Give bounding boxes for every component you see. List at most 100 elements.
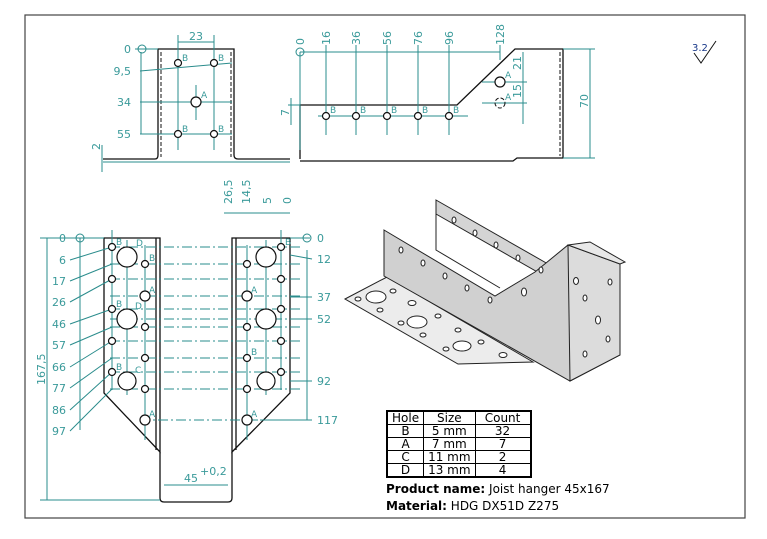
svg-text:0: 0 [124,43,131,56]
product-label: Product name: [386,482,486,496]
svg-text:A: A [149,286,156,296]
column-header-count: Count [474,410,532,425]
product-value: Joist hanger 45x167 [489,482,610,496]
cell: 11 mm [423,450,476,464]
surface-finish-symbol: 3.2 [692,40,717,64]
svg-text:B: B [218,125,224,135]
svg-text:B: B [453,106,459,116]
column-header-size: Size [423,410,476,425]
svg-text:86: 86 [52,404,66,417]
table-header: Hole Size Count [386,410,532,425]
svg-text:B: B [116,363,122,373]
svg-text:55: 55 [117,128,131,141]
svg-text:0: 0 [294,38,307,45]
svg-text:B: B [182,125,188,135]
svg-text:92: 92 [317,375,331,388]
svg-text:D: D [135,302,142,312]
svg-text:37: 37 [317,291,331,304]
svg-text:14,5: 14,5 [240,180,253,205]
svg-text:167,5: 167,5 [35,354,48,386]
svg-text:7: 7 [279,109,292,116]
svg-text:D: D [136,239,143,249]
svg-text:B: B [422,106,428,116]
svg-text:34: 34 [117,96,131,109]
svg-text:26,5: 26,5 [222,180,235,205]
svg-text:23: 23 [189,30,203,43]
end-view: B B A B B 23 0 9,5 34 55 2 [90,30,290,172]
svg-text:+0,2: +0,2 [200,465,227,478]
svg-text:96: 96 [443,31,456,45]
svg-text:16: 16 [320,31,333,45]
svg-text:26: 26 [52,296,66,309]
svg-text:77: 77 [52,382,66,395]
material-label: Material: [386,499,447,513]
svg-text:128: 128 [494,24,507,45]
svg-text:0: 0 [317,232,324,245]
svg-text:46: 46 [52,318,66,331]
svg-text:97: 97 [52,425,66,438]
cell: 13 mm [423,463,476,478]
svg-text:12: 12 [317,253,331,266]
svg-text:0: 0 [281,197,294,204]
cell: 4 [474,463,532,478]
svg-text:17: 17 [52,275,66,288]
svg-text:B: B [182,54,188,64]
svg-text:5: 5 [261,197,274,204]
svg-text:B: B [330,106,336,116]
cell: B [386,424,425,438]
svg-text:21: 21 [511,56,524,70]
material-value: HDG DX51D Z275 [450,499,560,513]
svg-text:117: 117 [317,414,338,427]
material: Material: HDG DX51D Z275 [386,499,559,513]
svg-text:B: B [360,106,366,116]
sheet-border [24,14,746,519]
svg-text:B: B [285,238,291,248]
svg-text:57: 57 [52,339,66,352]
svg-text:A: A [201,91,208,101]
cell: 7 mm [423,437,476,451]
svg-text:A: A [251,410,258,420]
svg-text:9,5: 9,5 [114,65,132,78]
svg-text:70: 70 [578,94,591,108]
cell: D [386,463,425,478]
svg-text:A: A [505,71,512,81]
isometric-view [343,199,627,382]
svg-text:B: B [218,54,224,64]
product-name: Product name: Joist hanger 45x167 [386,482,610,496]
cell: 32 [474,424,532,438]
svg-text:52: 52 [317,313,331,326]
svg-text:3.2: 3.2 [692,43,708,54]
svg-text:15: 15 [511,84,524,98]
svg-text:A: A [149,410,156,420]
svg-text:66: 66 [52,361,66,374]
svg-text:2: 2 [90,143,103,150]
svg-text:B: B [116,238,122,248]
svg-text:B: B [116,300,122,310]
flat-left-dims: 0 6 17 26 46 57 66 77 86 97 [52,232,66,438]
svg-text:B: B [149,254,155,264]
cell: 7 [474,437,532,451]
svg-text:A: A [505,93,512,103]
cell: 2 [474,450,532,464]
cell: 5 mm [423,424,476,438]
svg-text:6: 6 [59,254,66,267]
svg-text:B: B [391,106,397,116]
svg-text:C: C [135,366,141,376]
svg-text:0: 0 [59,232,66,245]
svg-text:36: 36 [350,31,363,45]
cell: C [386,450,425,464]
svg-text:A: A [251,286,258,296]
svg-text:B: B [251,348,257,358]
column-header-hole: Hole [386,410,425,425]
flat-right-dims: 0 12 37 52 92 117 [317,232,338,427]
svg-text:56: 56 [381,31,394,45]
